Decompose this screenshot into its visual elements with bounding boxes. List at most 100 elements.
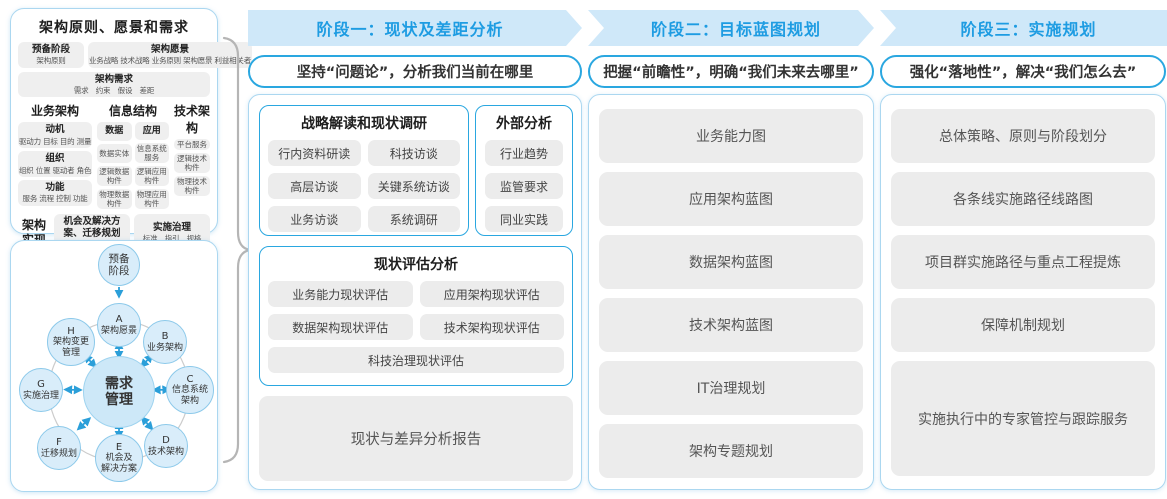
list-item: 同业实践 [485, 206, 563, 232]
motivation-title: 动机 [45, 124, 65, 136]
list-item: 高层访谈 [268, 173, 361, 199]
list-item: 保障机制规划 [891, 298, 1155, 352]
prep-phase-box: 预备阶段 架构原则 [18, 42, 84, 68]
data-item: 物理数据构件 [97, 188, 132, 209]
application-item: 信息系统服务 [134, 142, 169, 163]
node-c-information-systems: C 信息系统 架构 [166, 366, 214, 414]
architecture-columns: 业务架构 动机 驱动力 目标 目的 测量 组织 组织 位置 驱动者 角色 功能 … [18, 102, 210, 209]
phase3-header: 阶段三：实施规划 [960, 20, 1097, 39]
vision-title: 架构愿景 [151, 44, 190, 55]
current-assessment-title: 现状评估分析 [374, 257, 458, 273]
technology-item: 物理技术构件 [174, 176, 210, 197]
list-item: IT治理规划 [599, 361, 863, 415]
phase3-content-panel: 总体策略、原则与阶段划分 各条线实施路径线路图 项目群实施路径与重点工程提炼 保… [880, 94, 1166, 490]
panel-title: 架构原则、愿景和需求 [39, 20, 189, 36]
list-item: 数据架构现状评估 [268, 314, 413, 340]
node-d-technology-architecture: D 技术架构 [144, 424, 188, 468]
gap-analysis-report-box: 现状与差异分析报告 [259, 396, 573, 481]
organization-sub: 组织 位置 驱动者 角色 [19, 165, 92, 175]
arrow-center-f [76, 417, 92, 431]
list-item: 系统调研 [367, 206, 460, 232]
vision-sub: 业务战略 技术战略 业务原则 架构愿景 利益相关者 [89, 56, 252, 66]
governance-title: 实施治理 [152, 221, 191, 233]
node-h-change-management: H 架构变更 管理 [47, 318, 95, 366]
list-item: 技术架构蓝图 [599, 298, 863, 352]
phase1-subtitle: 坚持“问题论”，分析我们当前在哪里 [248, 55, 582, 88]
technology-item: 平台服务 [174, 139, 210, 151]
requirements-box: 架构需求 需求 约束 假设 差距 [18, 71, 210, 98]
function-box: 功能 服务 流程 控制 功能 [18, 179, 92, 206]
organization-title: 组织 [45, 153, 65, 165]
phase1-header-band: 阶段一：现状及差距分析 [248, 10, 582, 46]
list-item: 架构专题规划 [599, 424, 863, 478]
list-item: 关键系统访谈 [367, 173, 460, 199]
organization-box: 组织 组织 位置 驱动者 角色 [18, 151, 92, 177]
data-item: 数据实体 [97, 144, 132, 163]
application-item: 物理应用构件 [134, 188, 169, 209]
adm-cycle-panel: 预备 阶段 A 架构愿景 B 业务架构 H 架构变更 管理 C 信息系统 架构 … [10, 240, 218, 492]
external-analysis-title: 外部分析 [496, 116, 552, 132]
phase1-content-panel: 战略解读和现状调研 行内资料研读 科技访谈 高层访谈 关键系统访谈 业务访谈 系… [248, 94, 582, 490]
node-a-architecture-vision: A 架构愿景 [97, 303, 141, 347]
list-item: 应用架构现状评估 [419, 281, 564, 307]
list-item: 各条线实施路径线路图 [891, 172, 1155, 226]
requirements-sub: 需求 约束 假设 差距 [73, 86, 155, 96]
governance-sub: 标准 指引 规格 [142, 234, 202, 244]
application-header: 应用 [134, 122, 169, 140]
phase2-header: 阶段二：目标蓝图规划 [650, 20, 821, 39]
list-item: 科技访谈 [367, 140, 460, 166]
phase2-subtitle: 把握“前瞻性”，明确“我们未来去哪里” [588, 55, 874, 88]
list-item: 业务访谈 [268, 206, 361, 232]
list-item: 行业趋势 [485, 140, 563, 166]
business-architecture-column: 业务架构 动机 驱动力 目标 目的 测量 组织 组织 位置 驱动者 角色 功能 … [18, 102, 92, 208]
strategy-research-group: 战略解读和现状调研 行内资料研读 科技访谈 高层访谈 关键系统访谈 业务访谈 系… [259, 105, 469, 236]
phase3-header-band: 阶段三：实施规划 [880, 10, 1167, 46]
business-architecture-header: 业务架构 [30, 104, 79, 119]
motivation-sub: 驱动力 目标 目的 测量 [19, 136, 92, 146]
node-f-migration-planning: F 迁移规划 [37, 426, 81, 470]
list-item: 技术架构现状评估 [419, 314, 564, 340]
data-header: 数据 [97, 122, 132, 142]
architecture-principles-panel: 架构原则、愿景和需求 预备阶段 架构原则 架构愿景 业务战略 技术战略 业务原则… [10, 8, 253, 252]
phase3-subtitle: 强化“落地性”，解决“我们怎么去” [880, 55, 1166, 88]
technology-architecture-column: 技术架构 平台服务 逻辑技术构件 物理技术构件 [174, 102, 210, 208]
external-analysis-group: 外部分析 行业趋势 监管要求 同业实践 [475, 105, 573, 236]
information-structure-header: 信息结构 [108, 104, 157, 119]
node-prep-phase: 预备 阶段 [98, 244, 140, 286]
prep-phase-title: 预备阶段 [31, 44, 70, 55]
node-g-implementation-governance: G 实施治理 [19, 368, 63, 412]
data-item: 逻辑数据构件 [97, 165, 132, 186]
node-b-business-architecture: B 业务架构 [143, 320, 187, 364]
node-requirements-management: 需求 管理 [83, 356, 155, 428]
phase2-content-panel: 业务能力图 应用架构蓝图 数据架构蓝图 技术架构蓝图 IT治理规划 架构专题规划 [588, 94, 874, 490]
prep-vision-row: 预备阶段 架构原则 架构愿景 业务战略 技术战略 业务原则 架构愿景 利益相关者 [18, 42, 253, 68]
data-subcolumn: 数据 数据实体 逻辑数据构件 物理数据构件 [97, 122, 132, 209]
list-item: 业务能力图 [599, 109, 863, 163]
function-sub: 服务 流程 控制 功能 [22, 194, 88, 204]
list-item: 项目群实施路径与重点工程提炼 [891, 235, 1155, 289]
arrow-center-d [140, 415, 154, 431]
list-item: 总体策略、原则与阶段划分 [891, 109, 1155, 163]
list-item: 数据架构蓝图 [599, 235, 863, 289]
node-e-opportunities-solutions: E 机会及 解决方案 [95, 434, 143, 482]
prep-phase-sub: 架构原则 [36, 56, 66, 66]
current-assessment-group: 现状评估分析 业务能力现状评估 应用架构现状评估 数据架构现状评估 技术架构现状… [259, 246, 573, 386]
list-item: 实施执行中的专家管控与跟踪服务 [891, 361, 1155, 476]
phase1-header: 阶段一：现状及差距分析 [316, 20, 504, 39]
list-item: 科技治理现状评估 [268, 347, 564, 373]
motivation-box: 动机 驱动力 目标 目的 测量 [18, 122, 92, 149]
strategy-research-title: 战略解读和现状调研 [301, 116, 427, 132]
application-subcolumn: 应用 信息系统服务 逻辑应用构件 物理应用构件 [134, 122, 169, 209]
list-item: 监管要求 [485, 173, 563, 199]
information-structure-column: 信息结构 数据 数据实体 逻辑数据构件 物理数据构件 应用 信息系统服务 逻辑应… [97, 102, 169, 209]
technology-item: 逻辑技术构件 [174, 153, 210, 174]
list-item: 应用架构蓝图 [599, 172, 863, 226]
list-item: 行内资料研读 [268, 140, 361, 166]
vision-box: 架构愿景 业务战略 技术战略 业务原则 架构愿景 利益相关者 [88, 42, 253, 68]
function-title: 功能 [45, 181, 65, 193]
list-item: 业务能力现状评估 [268, 281, 413, 307]
migration-title: 机会及解决方案、迁移规划 [63, 215, 121, 239]
phase2-header-band: 阶段二：目标蓝图规划 [588, 10, 874, 46]
application-item: 逻辑应用构件 [134, 165, 169, 186]
technology-architecture-header: 技术架构 [174, 104, 211, 136]
